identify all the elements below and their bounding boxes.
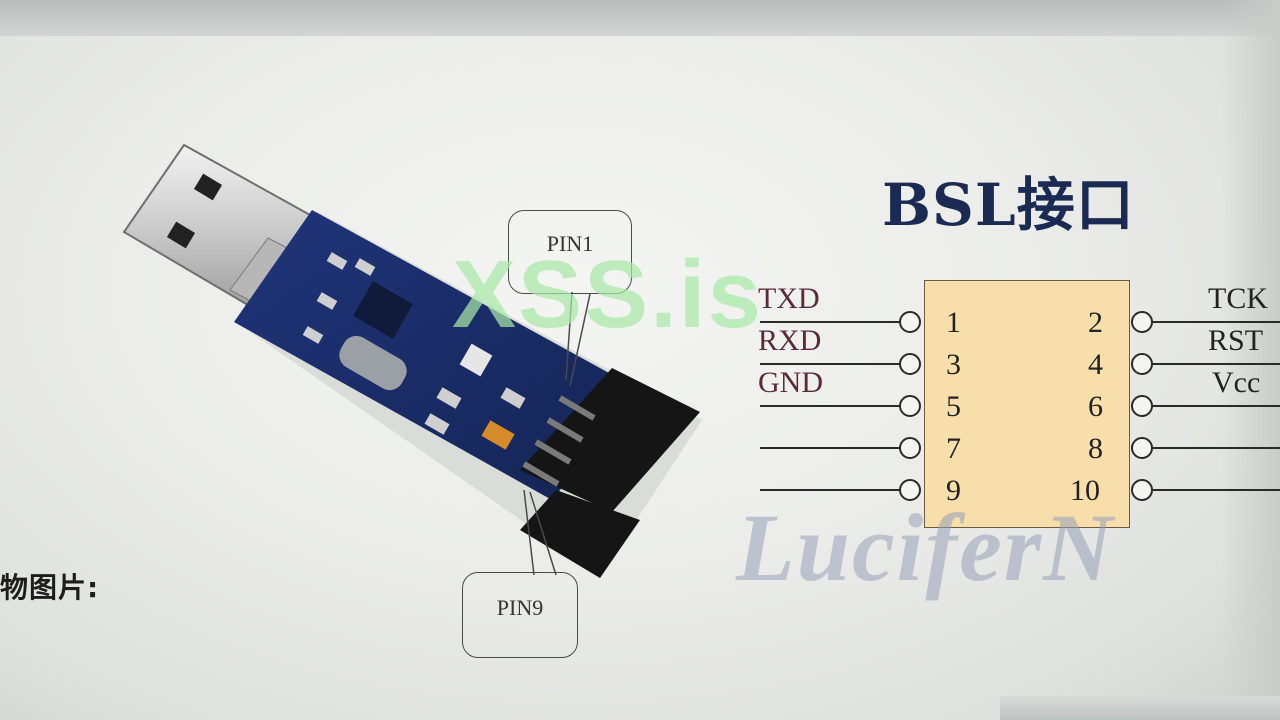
pin9-callout: PIN9	[462, 572, 578, 658]
pin-number-7: 7	[946, 432, 961, 465]
pin-number-4: 4	[1088, 348, 1103, 381]
pinout-wires	[760, 311, 1280, 501]
signal-tck: TCK	[1208, 282, 1268, 315]
pin1-leader	[565, 291, 573, 381]
signal-rxd: RXD	[758, 324, 822, 357]
monitor-edge	[1220, 0, 1280, 720]
signal-txd: TXD	[758, 282, 820, 315]
ic-chip	[353, 281, 413, 339]
signal-gnd: GND	[758, 366, 823, 399]
pin-header	[520, 368, 700, 578]
pin-number-1: 1	[946, 306, 961, 339]
signal-vcc: Vcc	[1212, 366, 1261, 399]
pin-number-8: 8	[1088, 432, 1103, 465]
window-bottom-edge	[1000, 696, 1280, 720]
pin-number-3: 3	[946, 348, 961, 381]
window-top-edge	[0, 0, 1280, 36]
pin-number-2: 2	[1088, 306, 1103, 339]
luciferN-watermark: LuciferN	[736, 494, 1115, 601]
signal-rst: RST	[1208, 324, 1264, 357]
pin-number-5: 5	[946, 390, 961, 423]
tantalum-cap	[481, 420, 515, 450]
crystal	[339, 335, 407, 391]
pin-number-6: 6	[1088, 390, 1103, 423]
xss-watermark: XSS.is	[452, 241, 763, 348]
bsl-connector-body	[924, 280, 1130, 528]
pin1-label: PIN1	[546, 231, 594, 256]
pin9-label: PIN9	[496, 595, 544, 620]
bsl-title: BSL接口	[882, 171, 1135, 239]
photo-caption: 物图片:	[0, 571, 100, 604]
pin-number-10: 10	[1070, 474, 1100, 507]
pcb-board	[234, 210, 640, 500]
pin1-callout: PIN1	[508, 210, 632, 294]
pin-number-9: 9	[946, 474, 961, 507]
led	[459, 343, 493, 377]
pin9-leader	[523, 489, 535, 576]
